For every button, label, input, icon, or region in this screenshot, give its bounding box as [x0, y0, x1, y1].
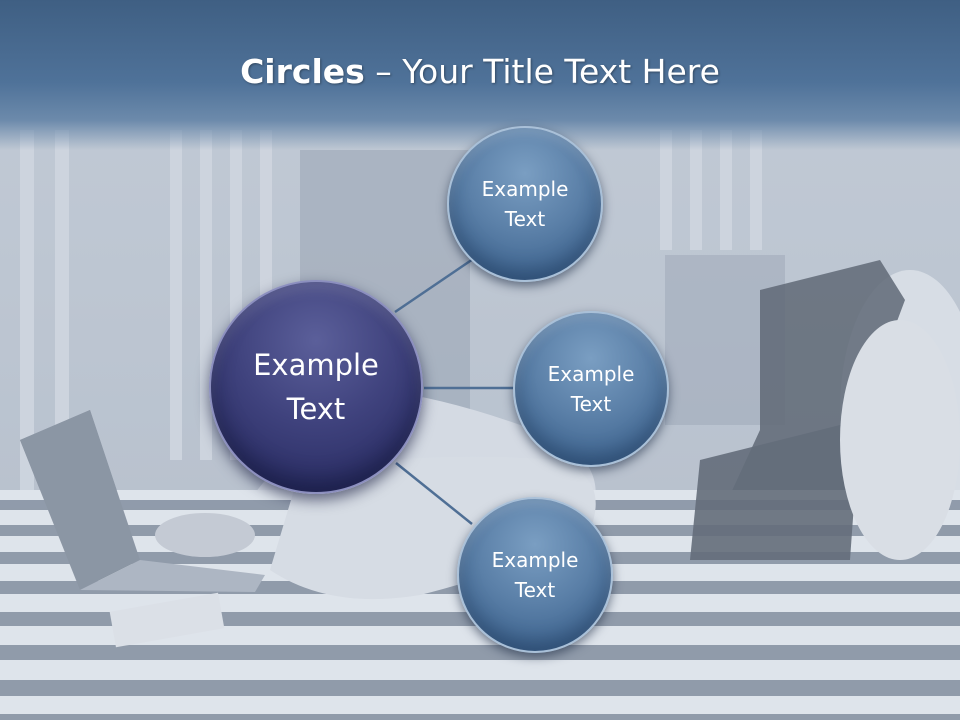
- center-circle: Example Text: [209, 280, 423, 494]
- connector-line: [395, 462, 473, 525]
- title-rest: – Your Title Text Here: [364, 52, 720, 91]
- satellite-circle-label: Example Text: [491, 548, 579, 602]
- title-band: [0, 0, 960, 150]
- satellite-circle-top: Example Text: [447, 126, 603, 282]
- slide-title: Circles – Your Title Text Here: [0, 52, 960, 91]
- satellite-circle-label: Example Text: [547, 362, 635, 416]
- center-circle-label: Example Text: [253, 348, 379, 426]
- satellite-circle-label: Example Text: [481, 177, 569, 231]
- connector-line: [394, 255, 477, 314]
- satellite-circle-bottom: Example Text: [457, 497, 613, 653]
- title-bold: Circles: [240, 52, 365, 91]
- satellite-circle-middle: Example Text: [513, 311, 669, 467]
